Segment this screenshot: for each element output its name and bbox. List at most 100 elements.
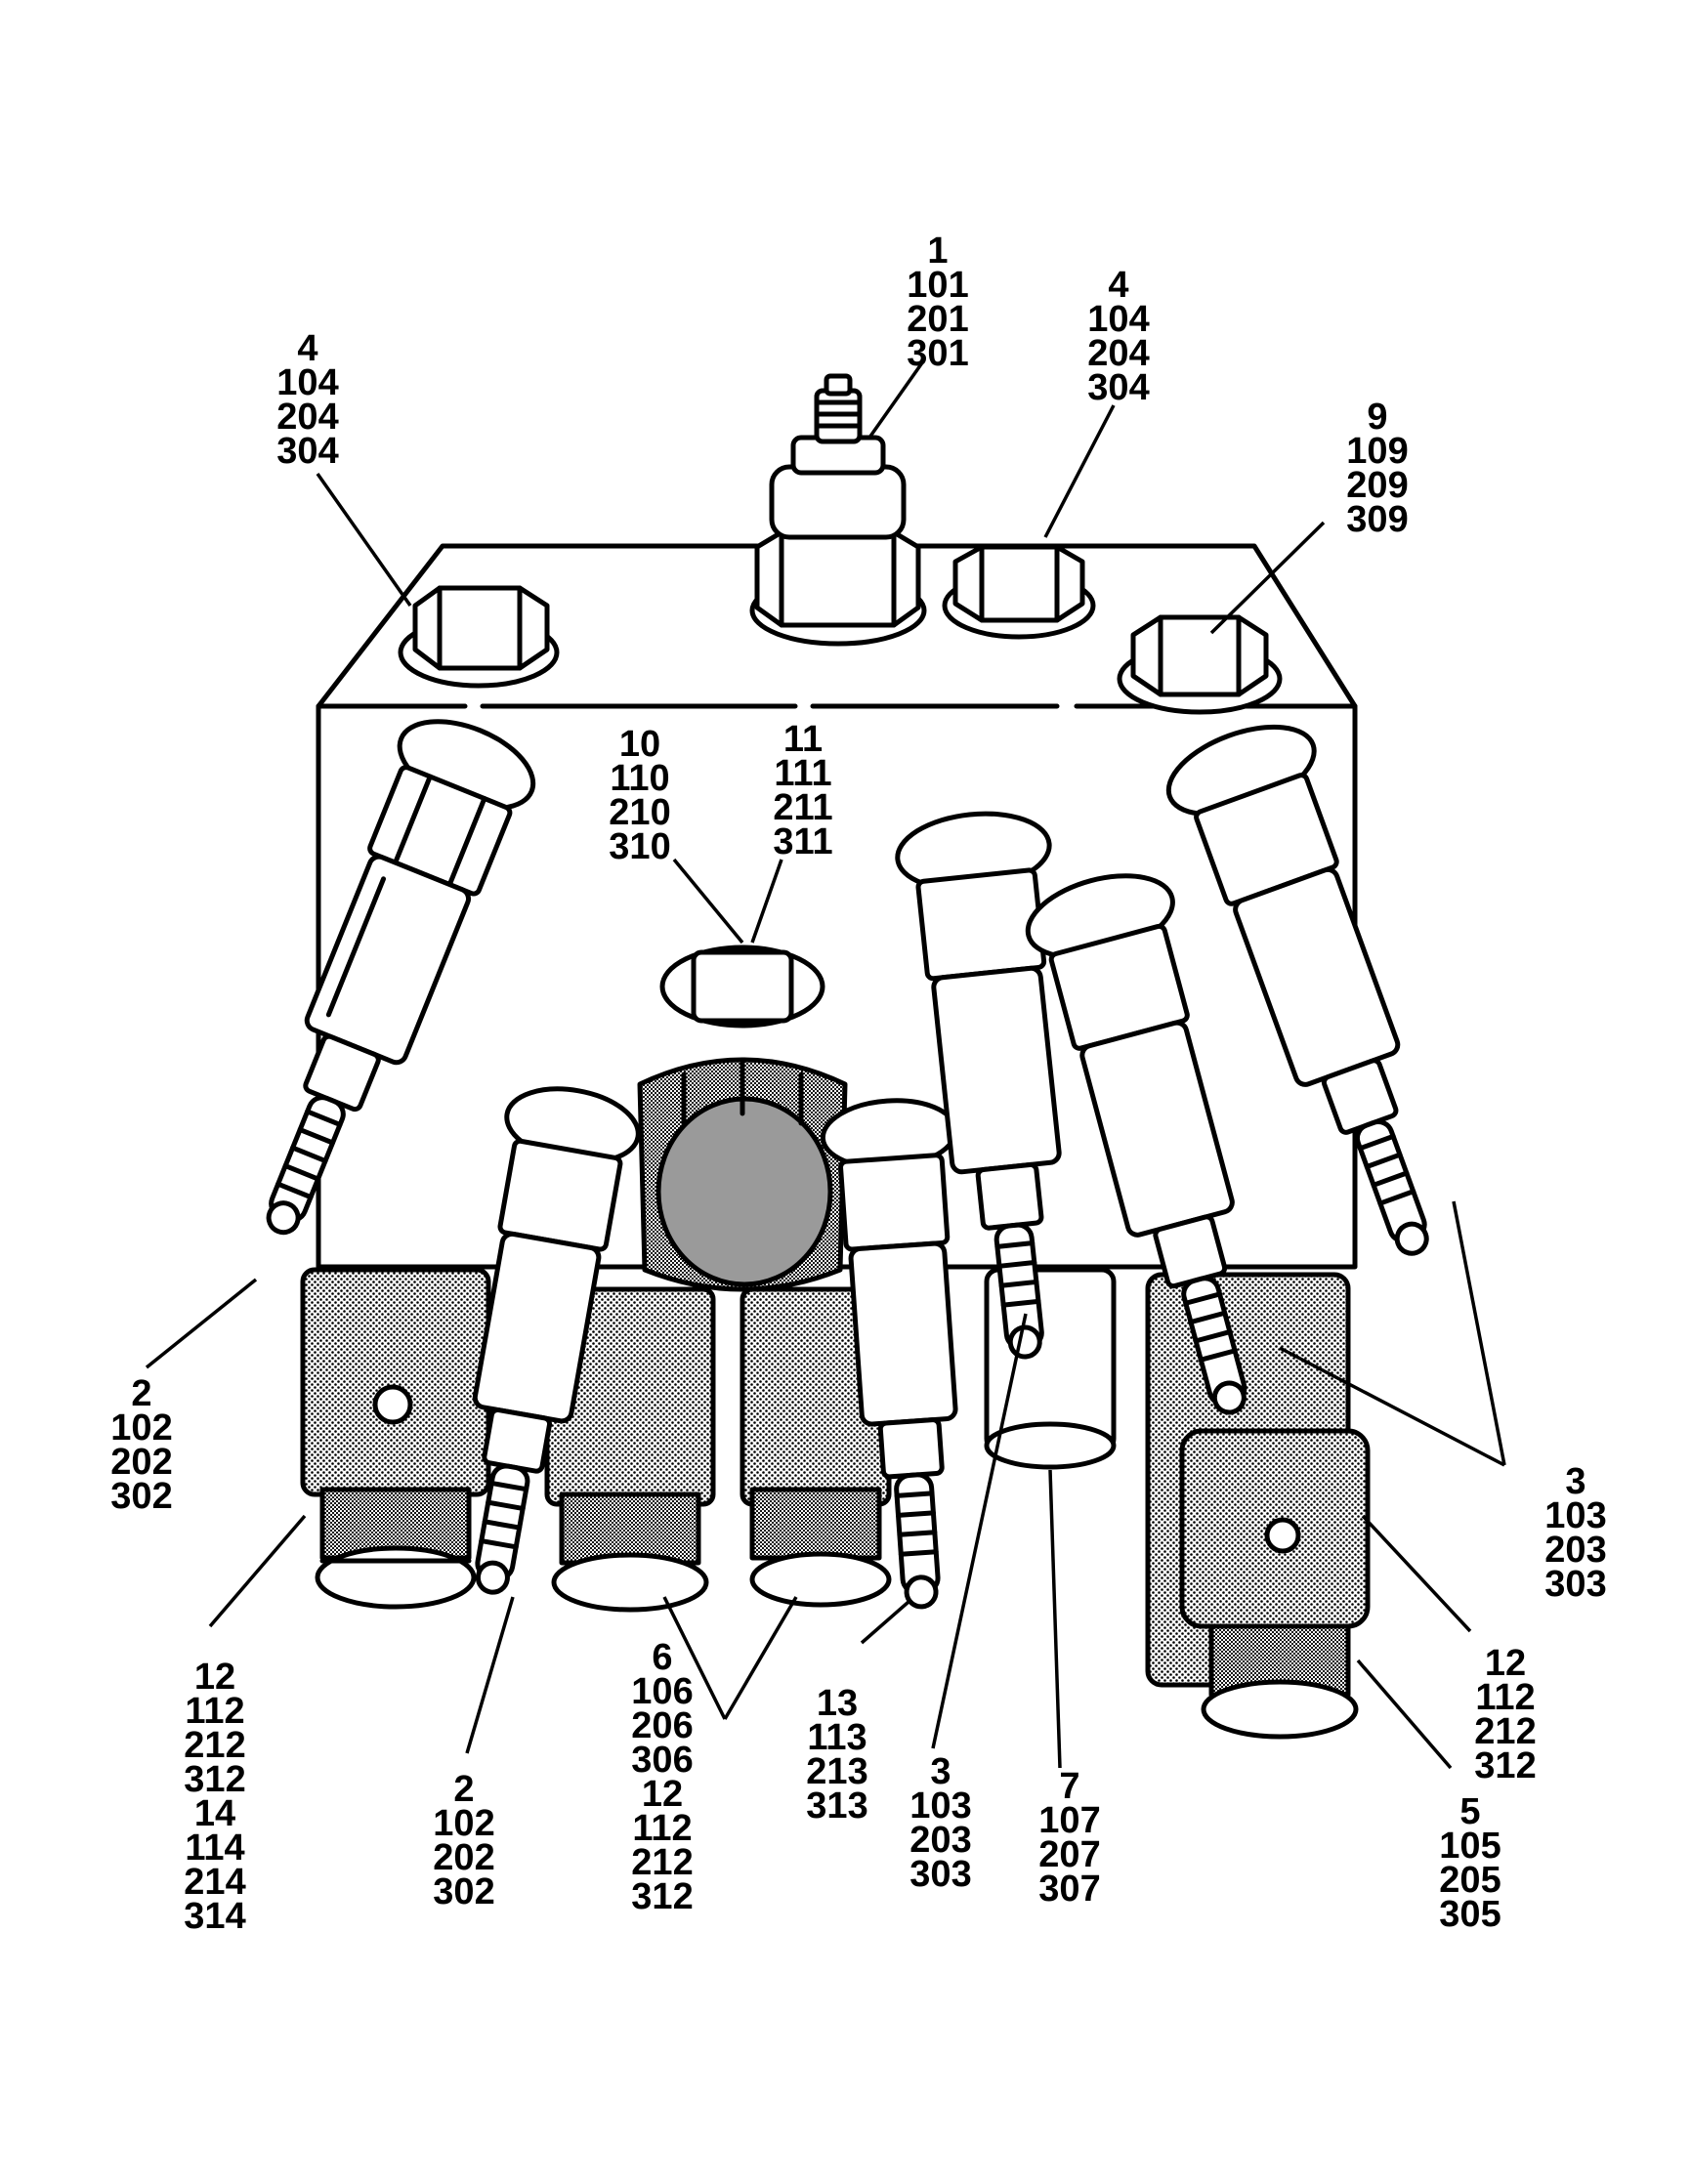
callout-number: 113 [807,1717,867,1758]
pressure-check-fitting [749,373,927,647]
top-plug-center-right [942,544,1096,640]
leader-lines [145,359,1506,1770]
callout-number: 102 [110,1407,173,1449]
callout-number: 111 [774,753,832,794]
callout-number: 102 [433,1803,495,1844]
callout-number: 109 [1346,431,1409,472]
callout-number: 302 [433,1871,495,1912]
callout-number: 4 [1108,265,1129,306]
callout-number: 210 [609,792,671,833]
callout-number: 306 [631,1740,694,1781]
callout-number: 112 [1475,1677,1536,1718]
cartridge-valve-far-right [1165,724,1429,1256]
callout-number: 309 [1346,499,1409,540]
callout-number: 201 [907,299,969,340]
callout-number: 304 [276,431,339,472]
callout-number: 203 [1544,1530,1607,1571]
callout-number: 3 [930,1751,951,1792]
solenoid-block-left [300,1267,491,1610]
callout-number: 203 [909,1820,972,1861]
callout-number: 110 [610,758,670,799]
callout-number: 305 [1439,1894,1501,1935]
callout-number: 311 [773,821,833,862]
callout-number: 212 [1474,1711,1537,1752]
callout-number: 101 [907,265,969,306]
cartridge-valve-center-right [820,1098,958,1610]
callout-number: 104 [1087,299,1150,340]
callout-number: 112 [185,1691,245,1732]
callout-number: 12 [193,1657,236,1698]
callout-number: 5 [1459,1791,1481,1832]
callout-number: 2 [131,1373,152,1414]
cartridge-valve-upper-right [895,811,1062,1360]
callout-number: 103 [909,1785,972,1827]
callout-number: 314 [184,1896,246,1937]
cartridge-valve-right [1025,873,1247,1415]
callout-number: 4 [297,328,318,369]
callout-number: 204 [1087,333,1150,374]
callout-number: 104 [276,362,339,403]
callout-number: 107 [1038,1800,1101,1841]
callout-number: 13 [816,1683,859,1724]
callout-number: 10 [618,724,661,765]
solenoid-block-center [544,1286,716,1613]
callout-number: 202 [433,1837,495,1878]
callout-number: 301 [907,333,969,374]
callout-number: 213 [806,1751,868,1792]
callout-number: 304 [1087,367,1150,408]
callout-number: 103 [1544,1495,1607,1536]
callout-number: 207 [1038,1834,1101,1875]
callout-number: 14 [193,1793,236,1834]
callout-number: 307 [1038,1869,1101,1910]
callout-number: 206 [631,1705,694,1746]
callout-number: 106 [631,1671,694,1712]
callout-number: 211 [773,787,833,828]
top-plug-right [1117,614,1283,715]
callout-number: 312 [184,1759,246,1800]
callout-number: 212 [631,1842,694,1883]
callout-number: 9 [1367,397,1388,438]
callout-number: 212 [184,1725,246,1766]
cartridge-valve-lower-left [472,1086,641,1595]
callout-number: 12 [1484,1643,1527,1684]
callout-number: 6 [652,1637,673,1678]
callout-number: 11 [782,719,824,760]
callout-number: 209 [1346,465,1409,506]
callout-number: 303 [909,1854,972,1895]
callout-number: 112 [632,1808,693,1849]
callout-number: 105 [1439,1826,1501,1867]
callout-number: 202 [110,1442,173,1483]
callout-number: 302 [110,1476,173,1517]
callout-number: 313 [806,1785,868,1827]
callout-number: 303 [1544,1564,1607,1605]
callout-number: 205 [1439,1860,1501,1901]
top-plug-left [398,585,560,689]
callout-number: 12 [641,1774,684,1815]
callout-number: 7 [1059,1766,1080,1807]
callout-number: 312 [1474,1745,1537,1786]
callout-number: 214 [184,1862,246,1903]
callout-number: 204 [276,397,339,438]
callout-number: 310 [609,826,671,867]
solenoid-block-center-right [740,1286,892,1608]
callout-number: 312 [631,1876,694,1917]
cartridge-valve-left [266,719,536,1236]
callout-number: 1 [927,231,949,272]
